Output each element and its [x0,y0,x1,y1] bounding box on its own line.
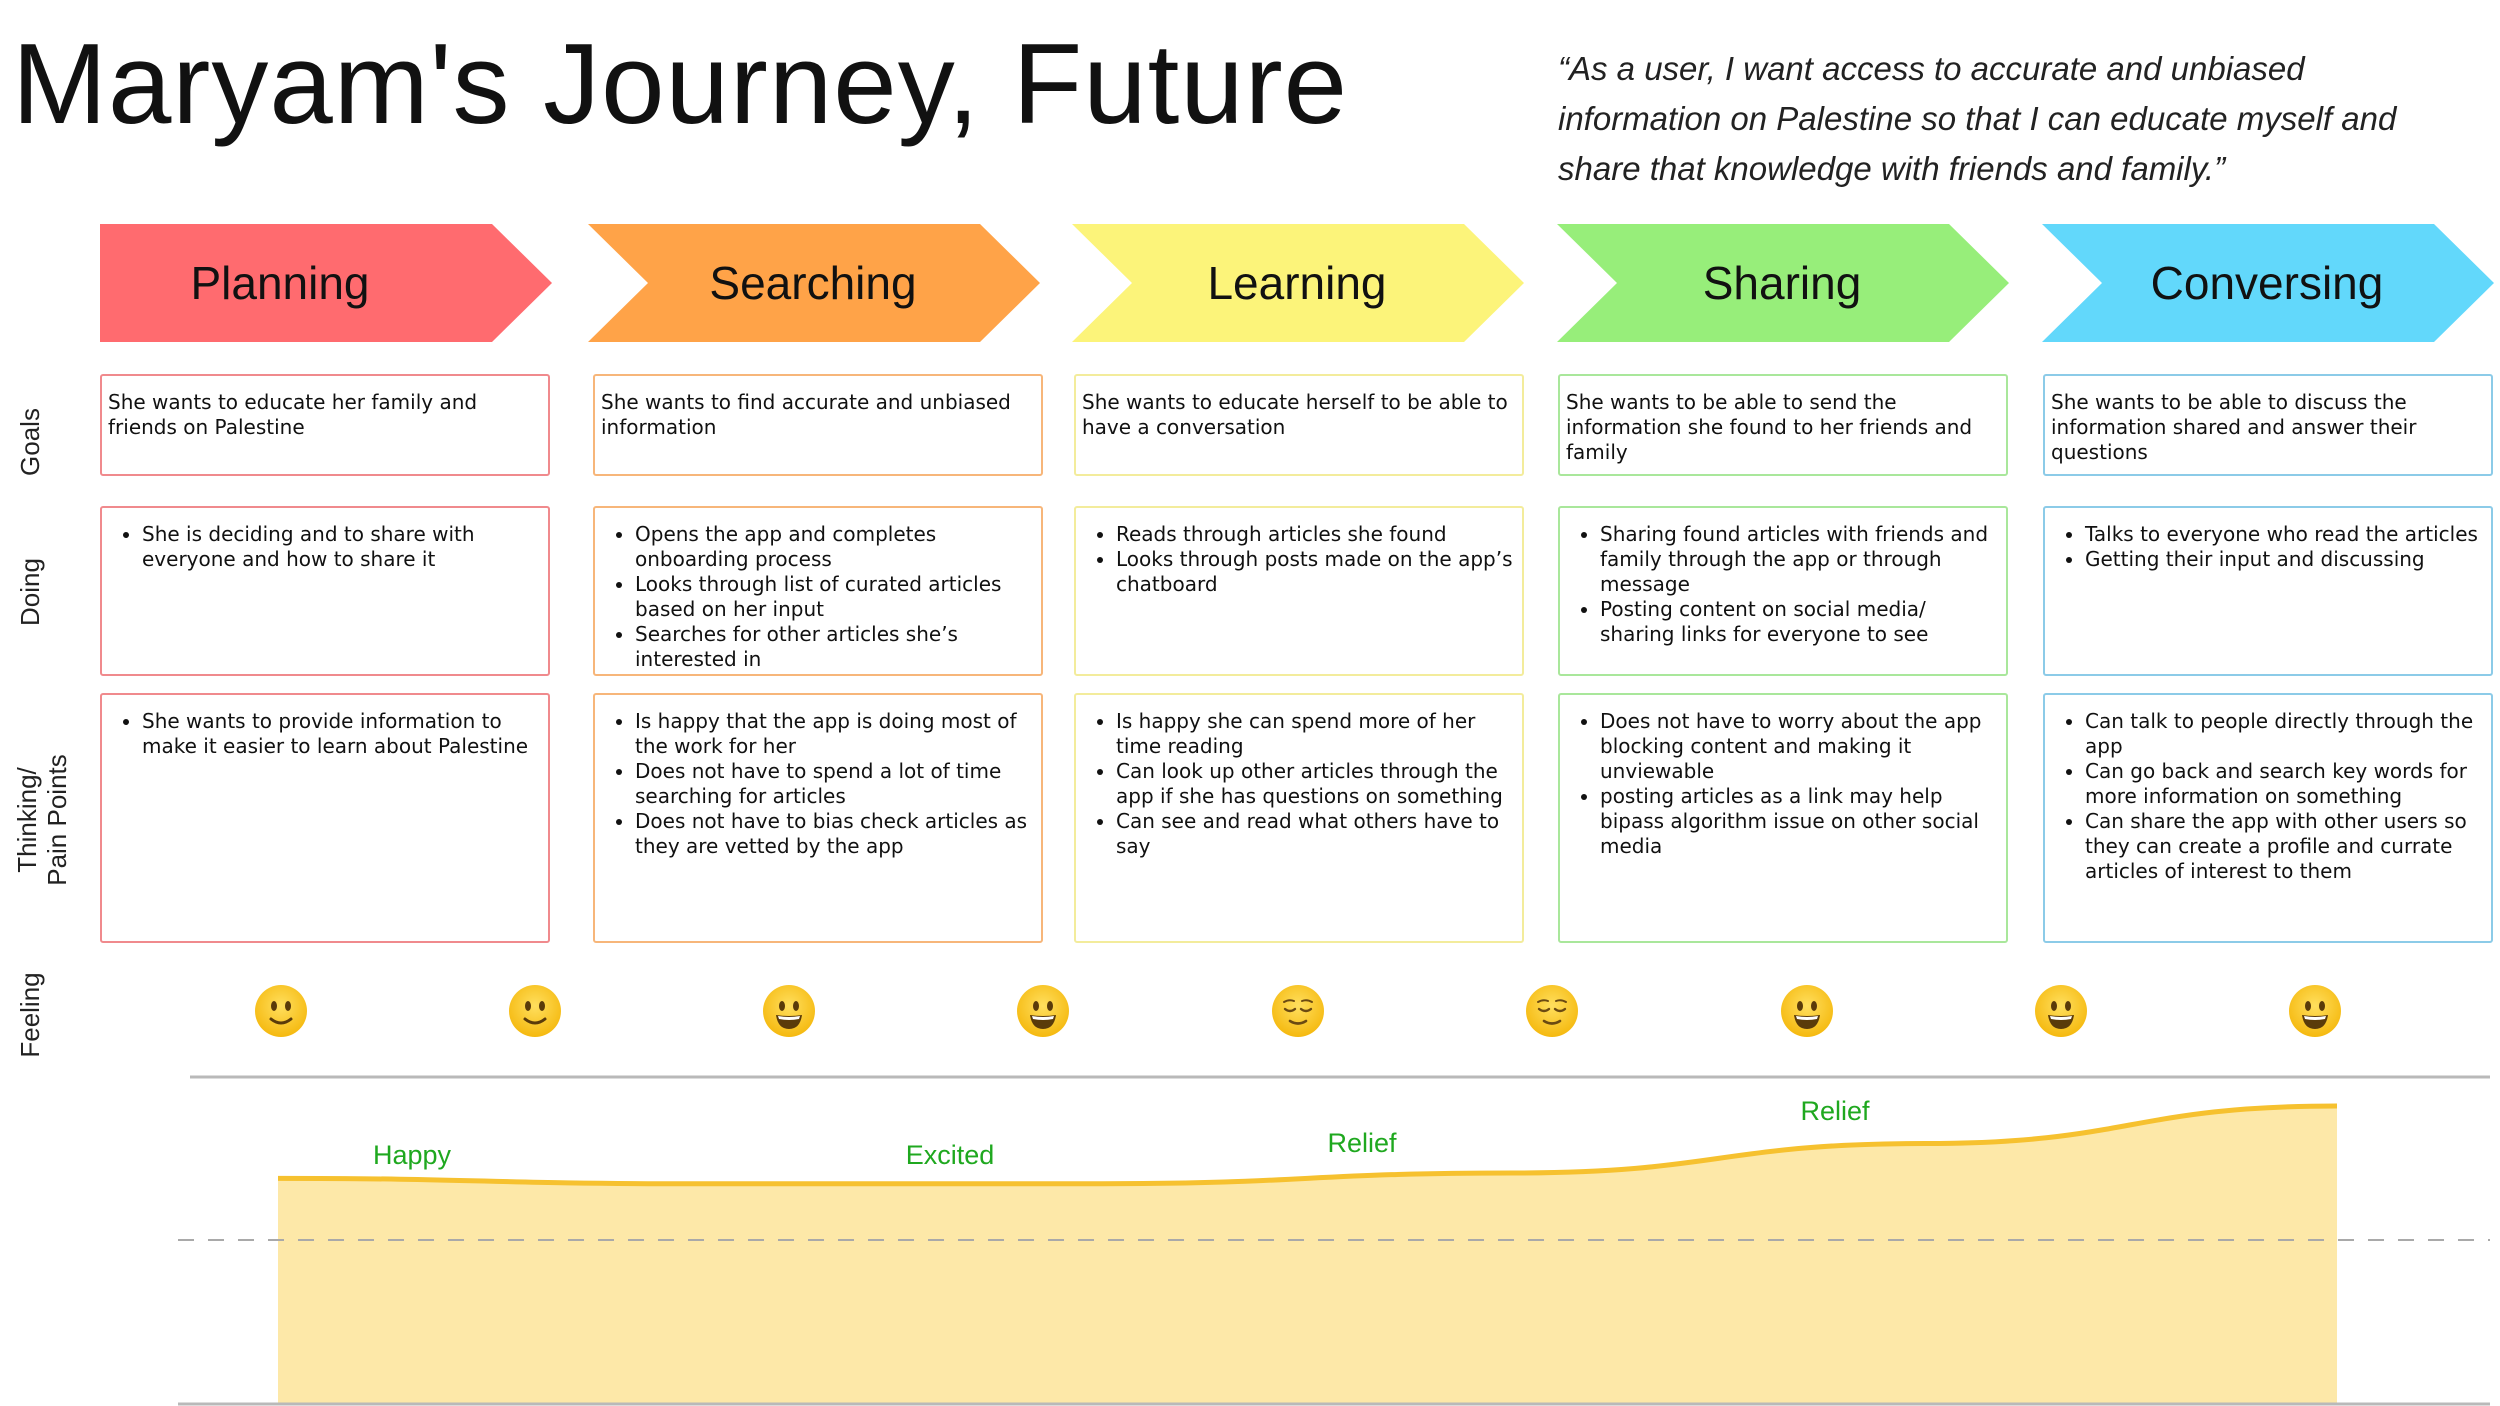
bullet-list: Opens the app and completes onboarding p… [601,522,1035,672]
feeling-area [278,1106,2337,1404]
goal-card-planning: She wants to educate her family and frie… [100,374,550,476]
thinking-card-conversing: Can talk to people directly through the … [2043,693,2493,943]
slight-smile-icon [254,984,308,1038]
goal-card-sharing: She wants to be able to send the informa… [1558,374,2008,476]
stage-arrow-searching: Searching [588,224,1040,342]
card-text: She wants to be able to send the informa… [1566,390,1973,464]
thinking-card-planning: She wants to provide information to make… [100,693,550,943]
thinking-card-learning: Is happy she can spend more of her time … [1074,693,1524,943]
bullet-item: She wants to provide information to make… [142,709,542,759]
thinking-card-searching: Is happy that the app is doing most of t… [593,693,1043,943]
stage-arrow-sharing: Sharing [1557,224,2009,342]
stage-label: Planning [190,257,370,309]
grin-icon [762,984,816,1038]
doing-card-searching: Opens the app and completes onboarding p… [593,506,1043,676]
user-story-quote: “As a user, I want access to accurate an… [1558,50,2397,187]
bullet-item: Looks through posts made on the app’s ch… [1116,547,1516,597]
doing-card-planning: She is deciding and to share with everyo… [100,506,550,676]
stage-label: Conversing [2150,257,2384,309]
card-text: She wants to find accurate and unbiased … [601,390,1011,439]
doing-card-conversing: Talks to everyone who read the articlesG… [2043,506,2493,676]
grin-icon [2288,984,2342,1038]
bullet-item: Sharing found articles with friends and … [1600,522,2000,597]
relieved-icon [1271,984,1325,1038]
bullet-item: Can look up other articles through the a… [1116,759,1516,809]
bullet-item: Reads through articles she found [1116,522,1516,547]
feeling-label: Happy [372,1140,452,1170]
bullet-item: Is happy she can spend more of her time … [1116,709,1516,759]
bullet-list: She wants to provide information to make… [108,709,542,759]
page-title: Maryam's Journey, Future [12,21,1349,148]
bullet-item: Can go back and search key words for mor… [2085,759,2485,809]
card-text: She wants to be able to discuss the info… [2051,390,2417,464]
bullet-item: posting articles as a link may help bipa… [1600,784,2000,859]
bullet-list: Can talk to people directly through the … [2051,709,2485,884]
relieved-icon [1525,984,1579,1038]
slight-smile-icon [508,984,562,1038]
feeling-label: Relief [1800,1096,1870,1126]
stage-arrow-conversing: Conversing [2042,224,2494,342]
bullet-item: Posting content on social media/ sharing… [1600,597,2000,647]
bullet-list: Reads through articles she foundLooks th… [1082,522,1516,597]
goal-card-learning: She wants to educate herself to be able … [1074,374,1524,476]
bullet-item: Can talk to people directly through the … [2085,709,2485,759]
bullet-item: Looks through list of curated articles b… [635,572,1035,622]
bullet-item: Does not have to spend a lot of time sea… [635,759,1035,809]
stage-label: Searching [709,257,917,309]
bullet-list: Talks to everyone who read the articlesG… [2051,522,2485,572]
doing-card-learning: Reads through articles she foundLooks th… [1074,506,1524,676]
doing-card-sharing: Sharing found articles with friends and … [1558,506,2008,676]
bullet-item: Getting their input and discussing [2085,547,2485,572]
bullet-list: Does not have to worry about the app blo… [1566,709,2000,859]
card-text: She wants to educate her family and frie… [108,390,478,439]
goal-card-conversing: She wants to be able to discuss the info… [2043,374,2493,476]
bullet-item: She is deciding and to share with everyo… [142,522,542,572]
card-text: She wants to educate herself to be able … [1082,390,1508,439]
bullet-item: Does not have to bias check articles as … [635,809,1035,859]
stage-label: Learning [1207,257,1387,309]
bullet-item: Does not have to worry about the app blo… [1600,709,2000,784]
bullet-list: Is happy she can spend more of her time … [1082,709,1516,859]
grin-icon [1016,984,1070,1038]
bullet-item: Can see and read what others have to say [1116,809,1516,859]
bullet-item: Searches for other articles she’s intere… [635,622,1035,672]
bullet-list: Is happy that the app is doing most of t… [601,709,1035,859]
stage-arrow-learning: Learning [1072,224,1524,342]
feeling-label: Relief [1327,1128,1397,1158]
stage-arrow-planning: Planning [100,224,552,342]
stage-label: Sharing [1702,257,1862,309]
bullet-list: She is deciding and to share with everyo… [108,522,542,572]
feeling-label: Excited [905,1140,995,1170]
bullet-item: Opens the app and completes onboarding p… [635,522,1035,572]
bullet-item: Talks to everyone who read the articles [2085,522,2485,547]
bullet-item: Is happy that the app is doing most of t… [635,709,1035,759]
goal-card-searching: She wants to find accurate and unbiased … [593,374,1043,476]
feeling-curve [277,1103,2338,1187]
grin-icon [1780,984,1834,1038]
bullet-item: Can share the app with other users so th… [2085,809,2485,884]
bullet-list: Sharing found articles with friends and … [1566,522,2000,647]
thinking-card-sharing: Does not have to worry about the app blo… [1558,693,2008,943]
grin-icon [2034,984,2088,1038]
